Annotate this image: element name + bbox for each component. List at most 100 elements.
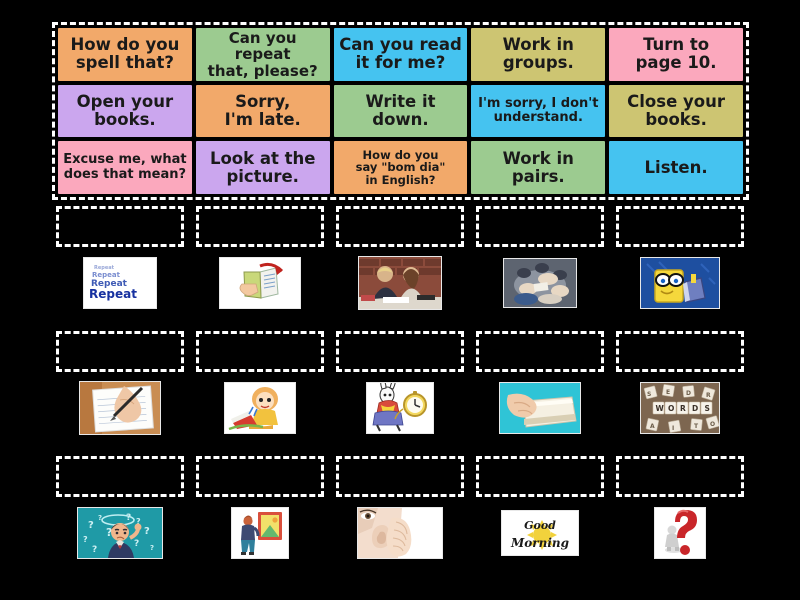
word-card[interactable]: Look at the picture. <box>195 141 330 194</box>
svg-text:?: ? <box>106 526 112 539</box>
word-card[interactable]: I'm sorry, I don't understand. <box>471 84 606 138</box>
word-card[interactable]: Can you read it for me? <box>333 28 468 81</box>
drop-zone[interactable] <box>476 331 604 372</box>
repeat-word-art-image[interactable]: Repeat Repeat Repeat Repeat <box>83 257 157 309</box>
hand-cupping-ear-image[interactable] <box>357 507 443 559</box>
word-card[interactable]: How do you say "bom dia" in English? <box>333 141 468 194</box>
svg-text:W: W <box>656 404 665 413</box>
drop-cell <box>476 331 604 456</box>
drop-zone[interactable] <box>336 331 464 372</box>
drop-cell <box>196 331 324 456</box>
svg-text:S: S <box>647 391 651 398</box>
drop-zone[interactable] <box>56 456 184 497</box>
svg-text:Repeat: Repeat <box>89 287 137 301</box>
drop-row: Repeat Repeat Repeat Repeat <box>0 206 800 331</box>
drop-cell <box>336 456 464 581</box>
thumbnail-wrapper: ?? ?? ?? ?? ?? <box>56 505 184 561</box>
drop-cell <box>616 206 744 331</box>
word-card[interactable]: Turn to page 10. <box>609 28 743 81</box>
drop-cell <box>336 206 464 331</box>
drop-cell: ?? ?? ?? ?? ?? <box>56 456 184 581</box>
svg-text:?: ? <box>136 517 141 526</box>
thumbnail-wrapper <box>336 505 464 561</box>
good-morning-text-image[interactable]: Good Morning <box>501 510 579 556</box>
word-bank-container: How do you spell that?Can you repeat tha… <box>52 22 749 200</box>
svg-text:D: D <box>692 404 698 413</box>
drop-zone[interactable] <box>616 206 744 247</box>
drop-zone[interactable] <box>56 331 184 372</box>
svg-text:E: E <box>666 389 670 396</box>
thumbnail-wrapper <box>476 255 604 311</box>
drop-zone[interactable] <box>196 331 324 372</box>
drop-zone[interactable] <box>196 456 324 497</box>
drop-zone[interactable] <box>476 456 604 497</box>
drop-zone[interactable] <box>336 206 464 247</box>
white-rabbit-clock-image[interactable] <box>366 382 434 434</box>
thumbnail-wrapper <box>476 380 604 436</box>
people-reading-circle-image[interactable] <box>503 258 577 308</box>
word-card[interactable]: Listen. <box>609 141 743 194</box>
svg-text:R: R <box>680 404 686 413</box>
students-working-group-image[interactable] <box>358 256 442 310</box>
word-card[interactable]: Work in groups. <box>471 28 606 81</box>
thumbnail-wrapper <box>616 505 744 561</box>
hand-writing-notebook-image[interactable] <box>79 381 161 435</box>
svg-text:?: ? <box>144 526 150 537</box>
svg-text:D: D <box>686 390 691 397</box>
svg-text:Repeat: Repeat <box>92 271 121 279</box>
drop-cell <box>336 331 464 456</box>
drop-zone[interactable] <box>616 331 744 372</box>
girl-crying-cartoon-image[interactable] <box>224 382 296 434</box>
svg-text:T: T <box>694 423 699 430</box>
thumbnail-wrapper <box>196 505 324 561</box>
drop-cell <box>196 206 324 331</box>
svg-text:Morning: Morning <box>510 536 569 550</box>
svg-text:O: O <box>710 421 715 428</box>
word-card[interactable]: How do you spell that? <box>58 28 192 81</box>
word-card[interactable]: Close your books. <box>609 84 743 138</box>
drop-area: Repeat Repeat Repeat Repeat <box>0 206 800 600</box>
drop-row: ?? ?? ?? ?? ?? <box>0 456 800 581</box>
thumbnail-wrapper <box>336 255 464 311</box>
open-book-hand-image[interactable] <box>219 257 301 309</box>
drop-cell <box>196 456 324 581</box>
drop-zone[interactable] <box>476 206 604 247</box>
word-card[interactable]: Can you repeat that, please? <box>195 28 330 81</box>
svg-text:?: ? <box>150 544 154 552</box>
drop-zone[interactable] <box>616 456 744 497</box>
svg-text:?: ? <box>92 545 97 555</box>
svg-text:?: ? <box>126 513 131 523</box>
svg-text:O: O <box>668 404 674 413</box>
svg-text:I: I <box>672 425 674 432</box>
drop-cell <box>616 456 744 581</box>
word-card[interactable]: Write it down. <box>333 84 468 138</box>
svg-text:?: ? <box>83 535 88 544</box>
svg-text:?: ? <box>98 514 102 522</box>
confused-man-questions-image[interactable]: ?? ?? ?? ?? ?? <box>77 507 163 559</box>
thumbnail-wrapper <box>196 255 324 311</box>
thumbnail-wrapper: Good Morning <box>476 505 604 561</box>
word-card[interactable]: Work in pairs. <box>471 141 606 194</box>
drop-zone[interactable] <box>336 456 464 497</box>
thumbnail-wrapper <box>616 255 744 311</box>
person-viewing-picture-image[interactable] <box>231 507 289 559</box>
svg-text:Repeat: Repeat <box>91 279 128 289</box>
thumbnail-wrapper <box>336 380 464 436</box>
red-question-mark-image[interactable] <box>654 507 706 559</box>
word-card[interactable]: Open your books. <box>58 84 192 138</box>
closing-book-hands-image[interactable] <box>499 382 581 434</box>
svg-text:Good: Good <box>524 519 556 532</box>
drop-cell: Repeat Repeat Repeat Repeat <box>56 206 184 331</box>
svg-text:?: ? <box>134 539 139 549</box>
drop-cell <box>56 331 184 456</box>
word-card[interactable]: Excuse me, what does that mean? <box>58 141 192 194</box>
word-card[interactable]: Sorry, I'm late. <box>195 84 330 138</box>
drop-zone[interactable] <box>56 206 184 247</box>
drop-zone[interactable] <box>196 206 324 247</box>
spongebob-reading-image[interactable] <box>640 257 720 309</box>
svg-text:S: S <box>705 404 710 413</box>
